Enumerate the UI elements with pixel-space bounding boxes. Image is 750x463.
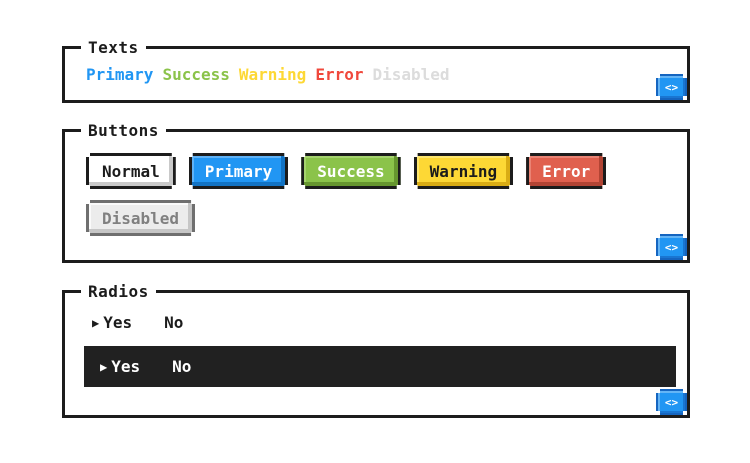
radio-cursor-icon: ▶: [92, 315, 100, 330]
buttons-content: Normal Primary Success Warning Error Dis…: [65, 132, 687, 236]
buttons-panel-legend: Buttons: [81, 121, 166, 141]
radio-option-label: Yes: [111, 357, 141, 376]
radio-option-label: Yes: [103, 313, 133, 332]
text-sample-error: Error: [315, 65, 364, 84]
radio-option-no[interactable]: No: [164, 313, 183, 332]
radio-option-label: No: [164, 313, 184, 332]
code-icon: <>: [664, 80, 679, 94]
buttons-panel: Buttons Normal Primary Success Warning E…: [62, 121, 690, 263]
radio-option-label: No: [172, 357, 192, 376]
radio-cursor-icon: ▶: [100, 359, 108, 374]
view-code-button[interactable]: <>: [656, 234, 687, 260]
primary-button[interactable]: Primary: [189, 153, 288, 189]
code-icon: <>: [664, 240, 679, 254]
buttons-row-2: Disabled: [86, 200, 687, 236]
text-sample-primary: Primary: [86, 65, 154, 84]
buttons-row-1: Normal Primary Success Warning Error: [86, 153, 687, 189]
text-sample-warning: Warning: [238, 65, 307, 84]
radio-group-light: ▶ Yes No: [92, 313, 687, 332]
normal-button[interactable]: Normal: [86, 153, 176, 189]
text-sample-disabled: Disabled: [372, 65, 450, 84]
radio-option-yes[interactable]: ▶ Yes: [100, 357, 140, 376]
radios-panel: Radios ▶ Yes No ▶ Yes No <>: [62, 282, 690, 418]
text-sample-success: Success: [162, 65, 230, 84]
radios-panel-legend: Radios: [81, 282, 156, 302]
radio-group-dark: ▶ Yes No: [84, 346, 676, 387]
code-icon: <>: [664, 395, 679, 409]
radio-option-yes[interactable]: ▶ Yes: [92, 313, 132, 332]
view-code-button[interactable]: <>: [656, 74, 687, 100]
texts-panel: Texts Primary Success Warning Error Disa…: [62, 38, 690, 103]
success-button[interactable]: Success: [301, 153, 400, 189]
texts-panel-legend: Texts: [81, 38, 146, 58]
view-code-button[interactable]: <>: [656, 389, 687, 415]
warning-button[interactable]: Warning: [414, 153, 513, 189]
disabled-button: Disabled: [86, 200, 195, 236]
text-samples-row: Primary Success Warning Error Disabled: [65, 49, 687, 84]
radio-option-no[interactable]: No: [172, 357, 191, 376]
error-button[interactable]: Error: [526, 153, 606, 189]
